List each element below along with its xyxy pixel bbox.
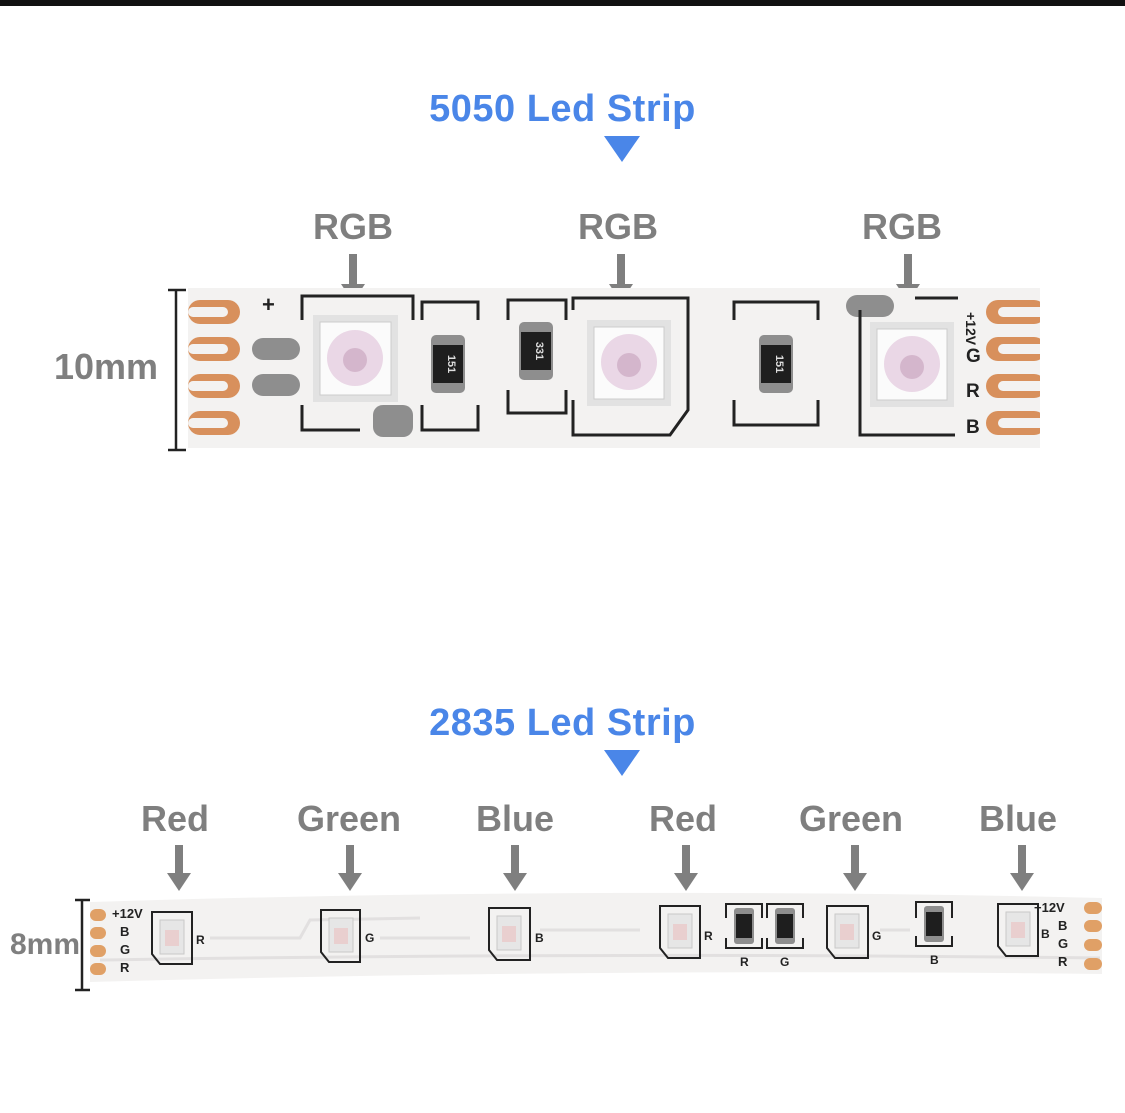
pad-label-2835-left-b: B <box>120 924 129 939</box>
arrow-2835-2 <box>338 845 362 891</box>
strip-5050-diagram: 151 331 151 + +12V G R B <box>168 288 1050 452</box>
pad-label-2835-right-g: G <box>1058 936 1068 951</box>
pad-label-2835-right-12v: +12V <box>1034 900 1065 915</box>
pad-label-2835-right-r: R <box>1058 954 1068 969</box>
title-2835: 2835 Led Strip <box>429 702 696 744</box>
chip-label-2835-3: Blue <box>475 798 555 839</box>
svg-text:151: 151 <box>445 355 457 373</box>
plus-mark-5050: + <box>262 292 275 317</box>
title-5050-pointer <box>604 136 640 162</box>
strip-2835-diagram: +12V B G R +12V B G R R G B R G <box>75 892 1102 992</box>
svg-text:331: 331 <box>533 342 545 360</box>
chip-label-2835-4: Red <box>648 798 718 839</box>
arrow-2835-1 <box>167 845 191 891</box>
pad-label-5050-r: R <box>966 381 980 402</box>
led-5050-2 <box>587 320 671 406</box>
chip-label-5050-3: RGB <box>862 206 942 247</box>
width-label-2835: 8mm <box>9 928 80 961</box>
dimension-bracket-2835 <box>75 898 90 992</box>
resistor-5050-2: 331 <box>519 322 553 380</box>
led-mark-2835-3: B <box>535 931 544 945</box>
pad-label-2835-left-12v: +12V <box>112 906 143 921</box>
pad-label-2835-left-r: R <box>120 960 130 975</box>
title-5050: 5050 Led Strip <box>429 88 696 130</box>
chip-label-2835-1: Red <box>140 798 210 839</box>
pad-label-5050-g: G <box>966 346 981 367</box>
top-border <box>0 0 1125 6</box>
led-5050-3 <box>870 322 954 407</box>
chip-label-2835-2: Green <box>296 798 402 839</box>
width-label-5050: 10mm <box>53 346 158 387</box>
led-mark-2835-2: G <box>365 931 374 945</box>
title-2835-pointer <box>604 750 640 776</box>
led-mark-2835-1: R <box>196 933 205 947</box>
chip-label-2835-5: Green <box>798 798 904 839</box>
resistor-mark-2835-b: B <box>930 953 939 967</box>
chip-label-2835-6: Blue <box>978 798 1058 839</box>
led-mark-2835-5: G <box>872 929 881 943</box>
pad-label-5050-b: B <box>966 417 980 438</box>
arrow-2835-4 <box>674 845 698 891</box>
resistor-mark-2835-r: R <box>740 955 749 969</box>
copper-pads-right-2835 <box>1084 902 1102 970</box>
chip-label-5050-1: RGB <box>313 206 393 247</box>
pad-label-2835-right-b: B <box>1058 918 1067 933</box>
resistor-mark-2835-g: G <box>780 955 789 969</box>
pad-label-2835-left-g: G <box>120 942 130 957</box>
resistor-5050-3: 151 <box>759 335 793 393</box>
pad-label-5050-12v: +12V <box>963 312 979 346</box>
led-mark-2835-6: B <box>1041 927 1050 941</box>
copper-pads-left-2835 <box>90 909 106 975</box>
chip-label-5050-2: RGB <box>578 206 658 247</box>
svg-text:151: 151 <box>773 355 785 373</box>
led-5050-1 <box>313 315 398 402</box>
arrow-2835-6 <box>1010 845 1034 891</box>
dimension-bracket-5050 <box>168 288 186 452</box>
led-mark-2835-4: R <box>704 929 713 943</box>
arrow-2835-5 <box>843 845 867 891</box>
arrow-2835-3 <box>503 845 527 891</box>
resistor-5050-1: 151 <box>431 335 465 393</box>
